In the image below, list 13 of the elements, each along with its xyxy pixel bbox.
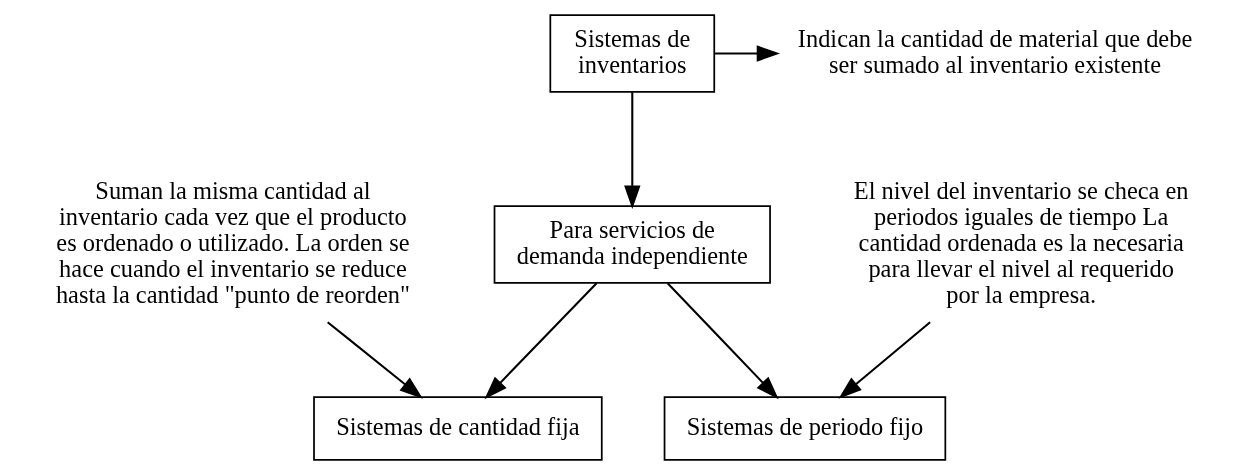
arrow bbox=[666, 282, 779, 400]
node-text: El nivel del inventario se checa en periodos iguales de tiempo La cantidad ordenada es la necesaria para llevar el nivel al requerido por la empresa. bbox=[853, 176, 1189, 309]
node-box: Sistemas de inventarios bbox=[549, 14, 716, 93]
node-box: Para servicios de demanda independiente bbox=[493, 205, 771, 284]
arrow bbox=[838, 321, 931, 399]
node-text: Suman la misma cantidad al inventario cada vez que el producto es ordenado o utilizado. La orden se hace cuando el inventario se reduce hasta la cantidad "punto de reorden" bbox=[55, 176, 410, 309]
arrow bbox=[484, 282, 598, 400]
node-text: Indican la cantidad de material que debe ser sumado al inventario existente bbox=[797, 24, 1193, 79]
arrow bbox=[714, 45, 781, 62]
node-box: Sistemas de periodo fijo bbox=[663, 396, 947, 461]
arrow bbox=[327, 321, 423, 399]
node-box: Sistemas de cantidad fija bbox=[313, 396, 603, 461]
arrow bbox=[624, 92, 641, 209]
